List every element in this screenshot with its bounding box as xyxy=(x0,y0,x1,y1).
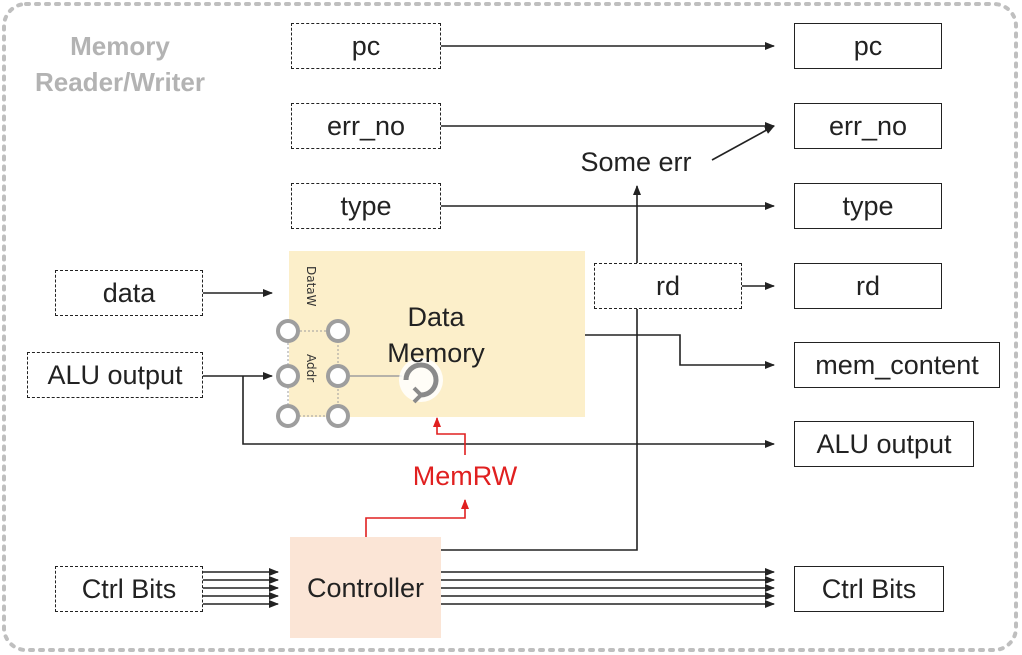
wire-memrw-up xyxy=(365,499,469,537)
wire-mem-content xyxy=(585,334,775,369)
data-memory-label-line2: Memory xyxy=(387,337,485,368)
port-addr-label: Addr xyxy=(304,354,318,383)
some-err-label: Some err xyxy=(570,145,702,179)
data-memory-label-line1: Data xyxy=(407,301,465,332)
output-mem-content[interactable]: mem_content xyxy=(794,342,1000,388)
output-alu-output[interactable]: ALU output xyxy=(794,421,974,467)
input-pc[interactable]: pc xyxy=(291,23,441,69)
memrw-label: MemRW xyxy=(412,460,518,491)
port-dataw-label: DataW xyxy=(304,266,318,307)
input-rd[interactable]: rd xyxy=(594,263,742,309)
module-title-line2: Reader/Writer xyxy=(34,67,206,97)
ctrl-bits-in-bundle xyxy=(203,568,279,608)
wire-some-err-to-errno xyxy=(711,125,775,161)
module-title-line1: Memory xyxy=(70,31,170,61)
selection-handles[interactable] xyxy=(276,319,350,428)
output-err-no[interactable]: err_no xyxy=(794,103,942,149)
input-alu-output[interactable]: ALU output xyxy=(27,352,203,398)
input-err-no[interactable]: err_no xyxy=(291,103,441,149)
output-rd[interactable]: rd xyxy=(794,263,942,309)
module-title: Memory Reader/Writer xyxy=(20,28,220,100)
wire-alu-bypass xyxy=(242,376,775,448)
input-ctrl-bits[interactable]: Ctrl Bits xyxy=(55,566,203,612)
output-type[interactable]: type xyxy=(794,183,942,229)
controller-label: Controller xyxy=(306,572,425,603)
output-pc[interactable]: pc xyxy=(794,23,942,69)
ctrl-bits-out-bundle xyxy=(441,568,775,608)
input-type[interactable]: type xyxy=(291,183,441,229)
rotate-icon[interactable] xyxy=(399,358,443,404)
input-data[interactable]: data xyxy=(55,270,203,316)
wire-memrw-mem xyxy=(433,417,466,455)
controller-block xyxy=(290,537,441,638)
output-ctrl-bits[interactable]: Ctrl Bits xyxy=(794,566,944,612)
